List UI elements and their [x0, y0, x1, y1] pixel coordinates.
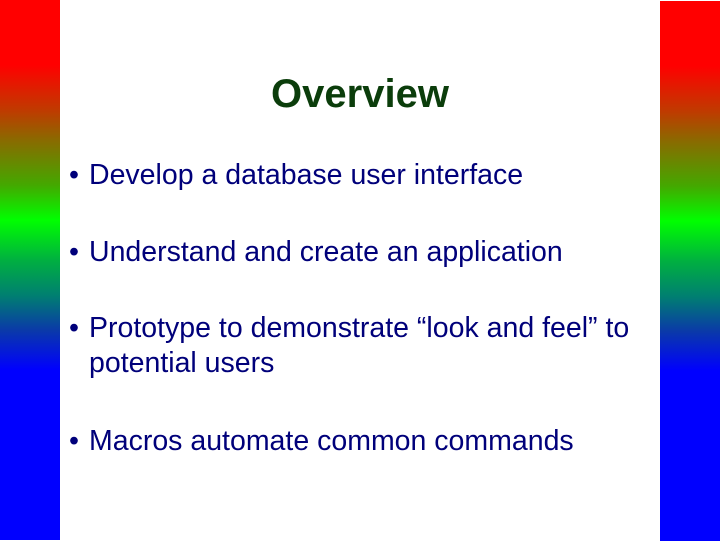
slide-title: Overview [271, 72, 449, 116]
bullet-item: • Prototype to demonstrate “look and fee… [60, 311, 665, 381]
bullet-dot-icon: • [69, 159, 79, 191]
bullet-text: Prototype to demonstrate “look and feel”… [89, 312, 630, 379]
bullet-dot-icon: • [69, 236, 79, 268]
bullet-text: Understand and create an application [89, 236, 563, 268]
bullet-dot-icon: • [69, 312, 79, 344]
right-gradient-bar [660, 1, 720, 541]
bullet-text: Develop a database user interface [89, 159, 524, 191]
bullet-dot-icon: • [69, 425, 79, 457]
bullet-item: • Macros automate common commands [60, 424, 665, 459]
bullet-text: Macros automate common commands [89, 425, 574, 457]
bullet-item: • Understand and create an application [60, 235, 665, 270]
left-gradient-bar [0, 0, 60, 540]
bullet-item: • Develop a database user interface [60, 158, 665, 193]
